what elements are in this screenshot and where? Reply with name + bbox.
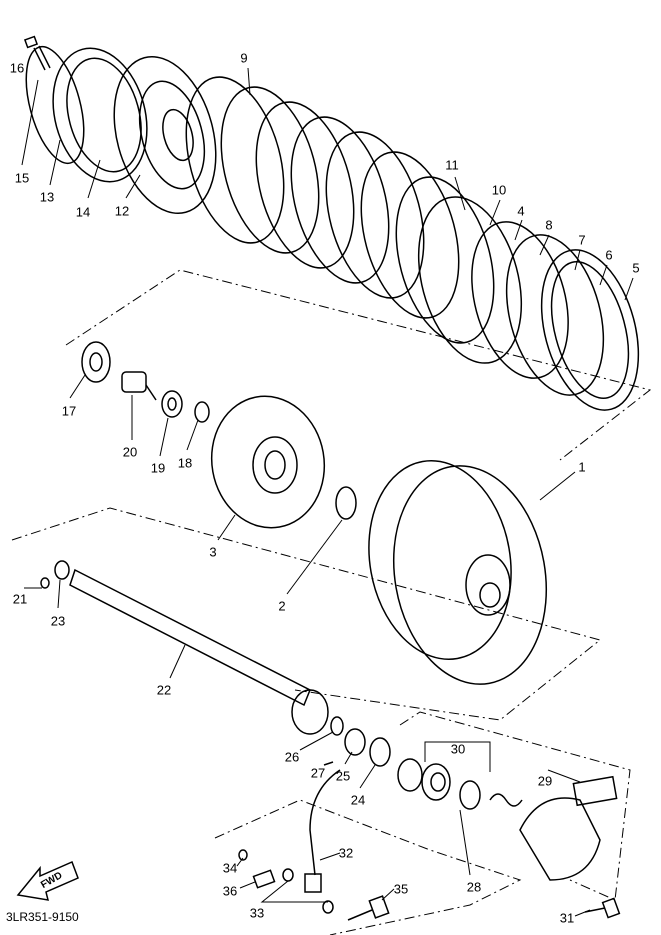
callout-14: 14	[75, 204, 91, 220]
sensor-and-bolts	[238, 769, 621, 921]
callout-35: 35	[393, 881, 409, 897]
callout-4: 4	[517, 203, 525, 219]
callout-26: 26	[284, 749, 300, 765]
callout-23: 23	[50, 613, 66, 629]
release-assembly	[397, 758, 618, 881]
callout-27: 27	[310, 765, 326, 781]
callout-28: 28	[466, 879, 482, 895]
callout-1: 1	[578, 459, 586, 475]
callout-20: 20	[122, 444, 138, 460]
callout-33: 33	[249, 905, 265, 921]
callout-13: 13	[39, 189, 55, 205]
callout-9: 9	[240, 50, 248, 66]
part-code: 3LR351-9150	[6, 910, 79, 924]
callout-2: 2	[278, 598, 286, 614]
callout-12: 12	[114, 203, 130, 219]
callout-36: 36	[222, 883, 238, 899]
callout-22: 22	[156, 682, 172, 698]
callout-16: 16	[9, 60, 25, 76]
group-outlines	[11, 269, 652, 935]
callout-10: 10	[491, 182, 507, 198]
pressure-plate-rings	[25, 45, 217, 215]
callout-7: 7	[578, 232, 586, 248]
push-rod-22	[40, 560, 329, 735]
callout-32: 32	[338, 845, 354, 861]
bolt-16	[23, 35, 51, 71]
callout-18: 18	[177, 455, 193, 471]
callout-34: 34	[222, 860, 238, 876]
callout-15: 15	[14, 170, 30, 186]
callout-21: 21	[12, 591, 28, 607]
callout-31: 31	[559, 910, 575, 926]
callout-30: 30	[450, 741, 466, 757]
washer-2	[335, 486, 357, 520]
gear-3	[210, 395, 326, 529]
callout-17: 17	[61, 403, 77, 419]
callout-19: 19	[150, 460, 166, 476]
callout-25: 25	[335, 768, 351, 784]
clutch-housing-1	[368, 460, 548, 685]
small-parts-24-27	[323, 716, 391, 767]
callout-8: 8	[545, 217, 553, 233]
leader-lines	[21, 67, 634, 917]
callout-24: 24	[350, 792, 366, 808]
bearing-and-small-parts	[81, 341, 210, 423]
callout-6: 6	[605, 247, 613, 263]
callout-11: 11	[445, 157, 459, 173]
clutch-plate-stack	[185, 76, 640, 411]
callout-5: 5	[632, 260, 640, 276]
callout-3: 3	[209, 544, 217, 560]
fwd-arrow-icon	[16, 860, 79, 901]
callout-29: 29	[537, 773, 553, 789]
